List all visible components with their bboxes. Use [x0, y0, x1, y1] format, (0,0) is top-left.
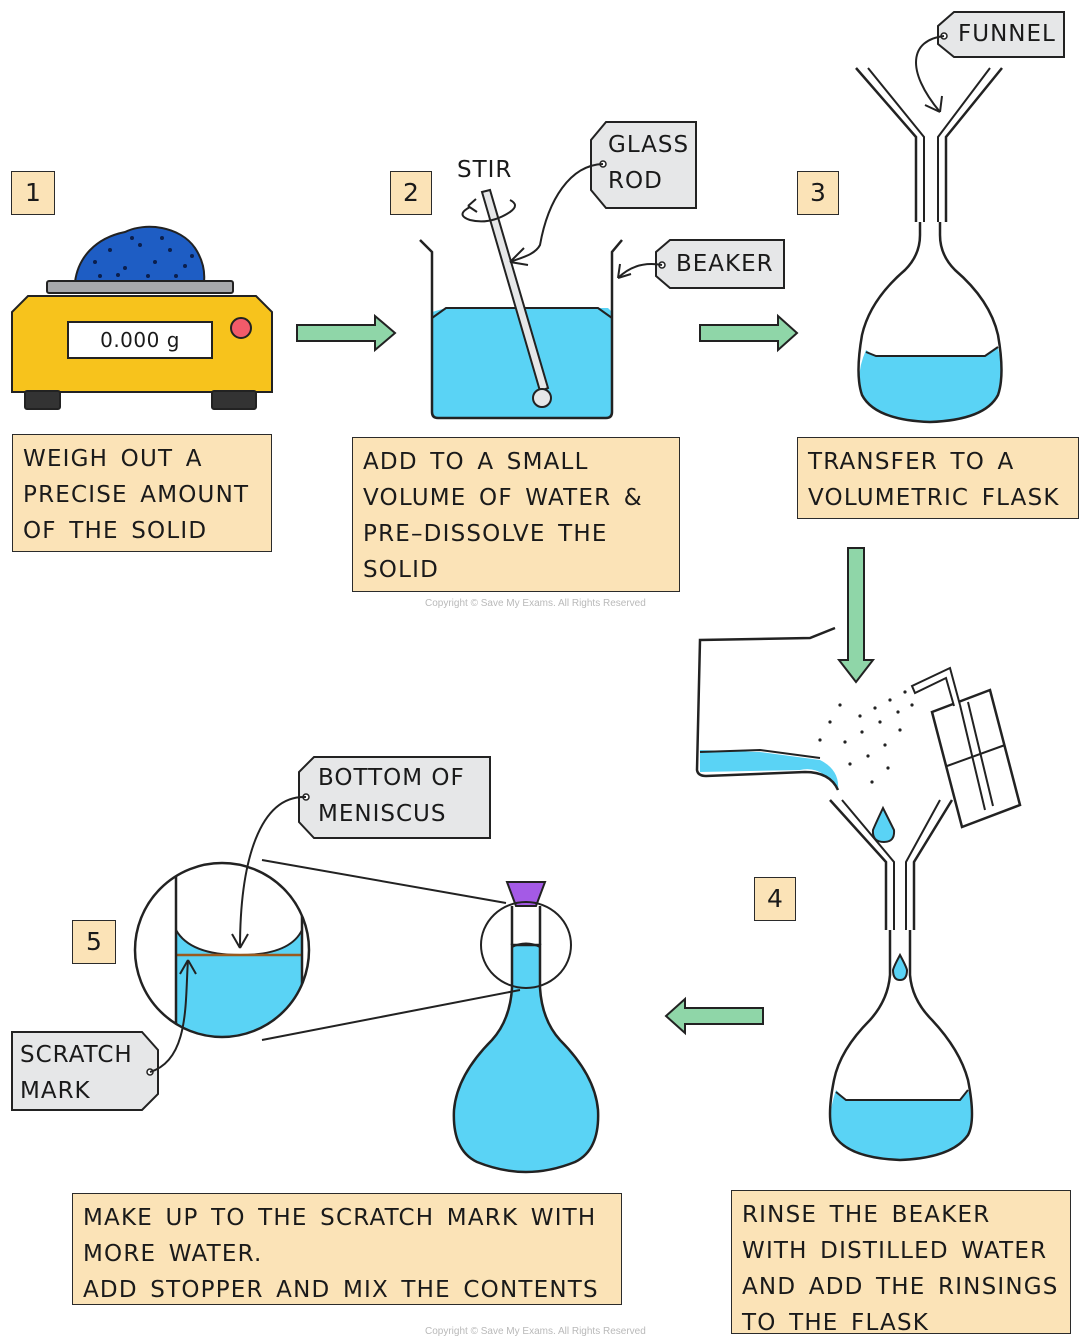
stopper: [505, 881, 547, 907]
label-scratch-mark: SCRATCH MARK: [20, 1042, 133, 1104]
balance-pan: [46, 280, 234, 294]
funnel-4: [829, 799, 954, 930]
step-number-1: 1: [11, 171, 55, 215]
meniscus-tag: [298, 756, 491, 839]
caption-rinse: RINSE THE BEAKER WITH DISTILLED WATER AN…: [731, 1190, 1071, 1336]
copyright-notice-bottom: Copyright © Save My Exams. All Rights Re…: [425, 1326, 646, 1337]
solid-granules: [93, 236, 194, 278]
final-flask: [452, 881, 600, 1174]
scale-button: [230, 317, 252, 339]
stir-arrow: [461, 199, 516, 223]
tilted-beaker-water: [700, 750, 839, 790]
glass-rod-tag: [590, 121, 697, 209]
caption-makeup: MAKE UP TO THE SCRATCH MARK WITH MORE WA…: [72, 1193, 622, 1305]
scale-display: [67, 321, 213, 359]
flask4-outline: [828, 930, 974, 1162]
arrow-left: [664, 996, 764, 1036]
flask5-water: [452, 943, 600, 1174]
zoom-target-circle: [480, 901, 572, 989]
label-beaker: BEAKER: [676, 251, 774, 277]
flask4-water: [830, 1090, 973, 1160]
funnel: [855, 67, 1003, 222]
arrow-right-1: [296, 313, 397, 353]
flask3-outline: [857, 222, 1003, 424]
droplet-2: [891, 952, 909, 982]
label-stir: STIR: [457, 157, 513, 183]
scratch-mark-tag: [11, 1031, 159, 1111]
arrow-right-2: [699, 313, 799, 353]
step-number-2: 2: [390, 171, 432, 215]
beaker-tag: [655, 239, 785, 289]
rinsing-setup: [695, 626, 1022, 1162]
glass-rod: [480, 188, 550, 393]
beaker-outline: [419, 239, 623, 420]
label-glass-rod: GLASS ROD: [608, 132, 690, 194]
volumetric-flask-with-funnel: [855, 67, 1003, 424]
beaker-water: [432, 308, 612, 418]
scale-reading: 0.000 g: [100, 328, 180, 352]
arrow-down: [836, 547, 876, 684]
caption-weigh: WEIGH OUT A PRECISE AMOUNT OF THE SOLID: [12, 434, 272, 552]
step-number-5: 5: [72, 920, 116, 964]
flask3-water: [859, 348, 1002, 422]
step-number-3: 3: [797, 171, 839, 215]
caption-dissolve: ADD TO A SMALL VOLUME OF WATER & PRE–DIS…: [352, 437, 680, 592]
funnel-tag: [937, 11, 1065, 58]
step-number-4: 4: [754, 877, 796, 921]
meniscus-zoom: [133, 861, 311, 1039]
tilted-beaker: [695, 626, 840, 791]
balance: [11, 225, 273, 410]
caption-transfer: TRANSFER TO A VOLUMETRIC FLASK: [797, 437, 1079, 519]
beaker: [419, 188, 623, 420]
solid-heap: [73, 225, 206, 283]
copyright-notice-top: Copyright © Save My Exams. All Rights Re…: [425, 598, 646, 609]
wash-bottle: [930, 688, 1022, 829]
spray-droplets: [818, 690, 914, 784]
droplet: [871, 805, 896, 844]
label-bottom-of-meniscus: BOTTOM OF MENISCUS: [318, 765, 465, 827]
label-funnel: FUNNEL: [958, 21, 1056, 47]
